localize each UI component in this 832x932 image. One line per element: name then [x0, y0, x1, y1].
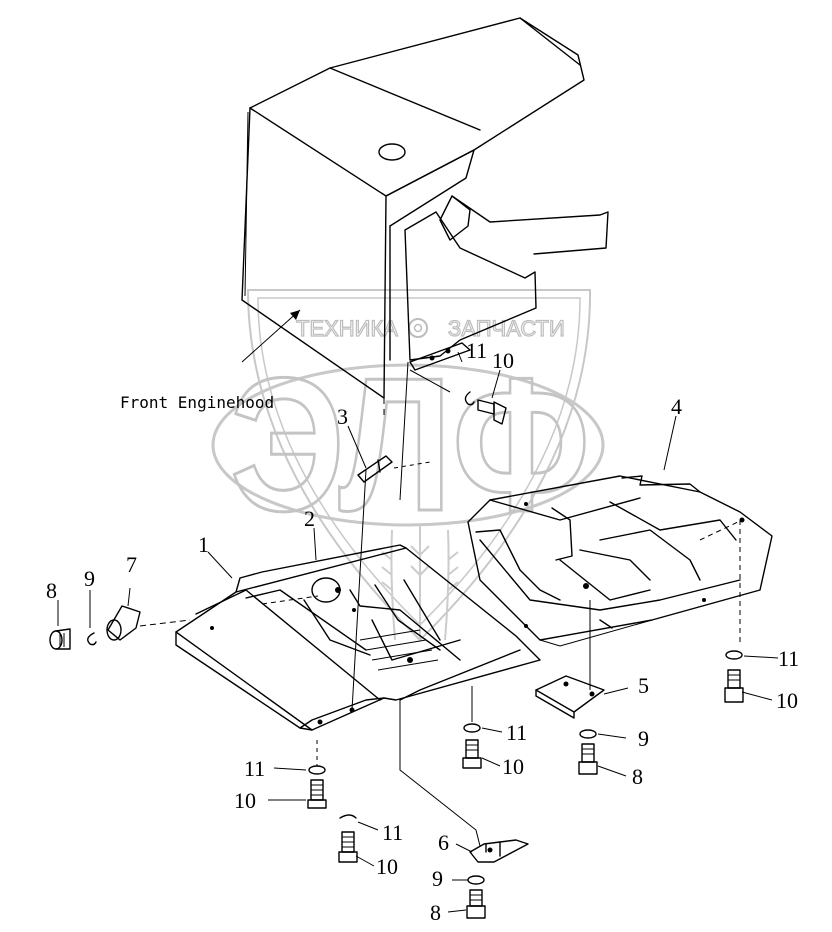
washer-9-bottom — [467, 875, 485, 885]
washer-11-bottom-left — [339, 814, 357, 819]
watermark-text-left: ТЕХНИКА — [296, 316, 398, 341]
washer-9-left — [87, 632, 97, 646]
bolt-10-bottom-left — [338, 831, 358, 863]
callout-3: 3 — [337, 404, 348, 429]
bolt-10-top — [477, 399, 507, 425]
callout-10-top: 10 — [492, 348, 514, 373]
watermark: ТЕХНИКА ЗАПЧАСТИ ЭЛФ — [211, 289, 605, 642]
callout-7: 7 — [126, 552, 137, 577]
callout-9-bottom: 9 — [432, 866, 443, 891]
part-6-bracket — [469, 839, 529, 863]
hood-cap-hole — [378, 143, 406, 161]
callout-11-top: 11 — [466, 338, 487, 363]
washer-9-center-right — [579, 729, 597, 739]
enginehood-caption: Front Enginehood — [120, 393, 274, 412]
callout-11-right: 11 — [778, 646, 799, 671]
bolt-10-lower-left — [307, 779, 327, 809]
callout-9-left: 9 — [84, 566, 95, 591]
callout-8-bottom: 8 — [430, 900, 441, 925]
callout-numbers: 1 2 3 4 5 6 7 8 8 8 9 9 9 10 10 10 10 10… — [46, 338, 799, 925]
bolt-8-left — [49, 628, 71, 650]
callout-5: 5 — [638, 673, 649, 698]
callout-1: 1 — [198, 532, 209, 557]
washer-11-lower-left — [308, 740, 326, 775]
callout-9-center: 9 — [638, 726, 649, 751]
bolt-10-right — [724, 669, 744, 703]
watermark-gear-icon — [408, 318, 428, 338]
watermark-logo: ЭЛФ — [230, 339, 590, 551]
callout-11-center: 11 — [506, 720, 527, 745]
bolt-8-bottom — [466, 889, 486, 919]
part-1-left-frame — [175, 544, 541, 731]
callout-10-lower-left: 10 — [234, 788, 256, 813]
callout-leaders — [57, 351, 779, 913]
bolt-8-center-right — [578, 743, 598, 775]
part-4-right-frame — [467, 475, 773, 647]
washer-11-top — [464, 391, 475, 406]
bolt-10-center — [462, 739, 482, 769]
callout-11-lower-left: 11 — [244, 756, 265, 781]
part-7-cap — [106, 605, 191, 641]
callout-8-center: 8 — [632, 764, 643, 789]
callout-6: 6 — [438, 830, 449, 855]
callout-4: 4 — [671, 394, 682, 419]
part-3-bracket — [357, 455, 393, 483]
callout-11-bottom-left: 11 — [382, 820, 403, 845]
callout-2: 2 — [304, 506, 315, 531]
callout-10-center: 10 — [502, 754, 524, 779]
washer-11-center — [463, 723, 481, 733]
front-enginehood-label: Front Enginehood — [120, 309, 301, 412]
washer-11-right — [725, 650, 743, 660]
front-enginehood — [241, 17, 609, 399]
callout-10-bottom-left: 10 — [376, 854, 398, 879]
callout-8-left: 8 — [46, 578, 57, 603]
callout-10-right: 10 — [776, 688, 798, 713]
part-5-plate — [535, 675, 605, 719]
